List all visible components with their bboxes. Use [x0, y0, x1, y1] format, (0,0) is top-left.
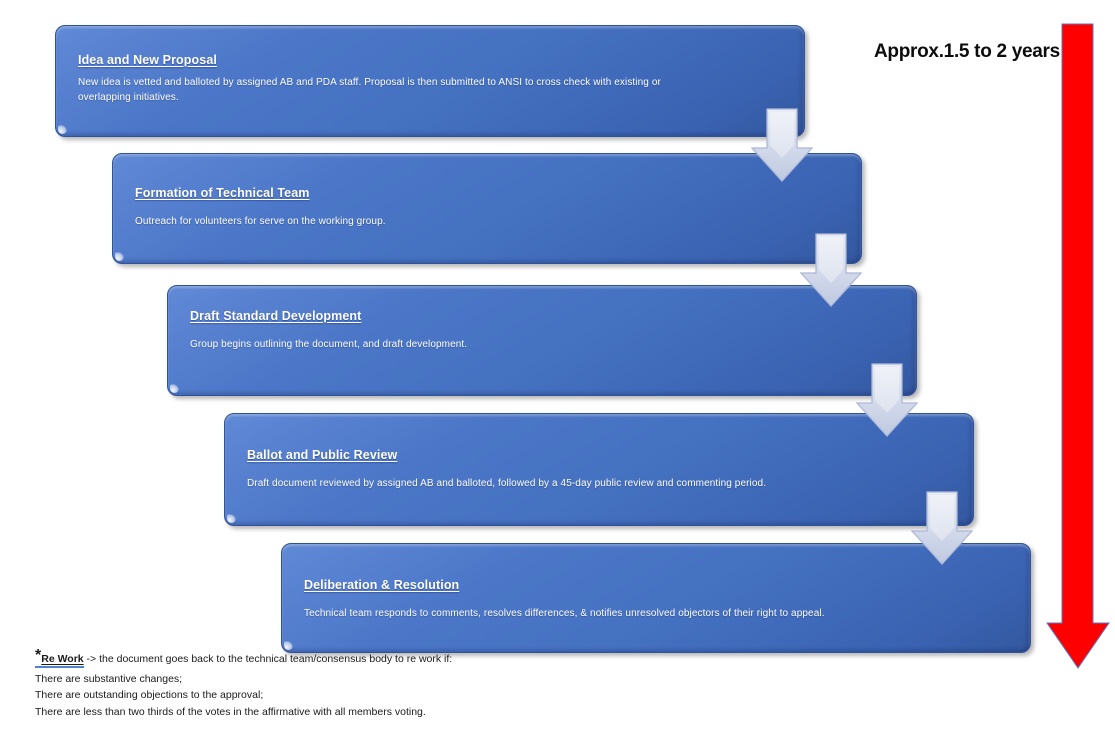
rework-condition: There are substantive changes; [35, 672, 183, 685]
step-box-idea-and-new-proposal: Idea and New Proposal New idea is vetted… [55, 25, 805, 137]
step-box-formation-of-technical-team: Formation of Technical Team Outreach for… [112, 153, 862, 264]
step-title: Draft Standard Development [190, 309, 362, 323]
step-body: Group begins outlining the document, and… [190, 339, 468, 350]
asterisk-marker: * [35, 647, 42, 664]
rework-footnote: *Re Work -> the document goes back to th… [35, 647, 675, 720]
rework-footnote-line1: *Re Work -> the document goes back to th… [35, 647, 675, 668]
step-box-ballot-and-public-review: Ballot and Public Review Draft document … [224, 413, 974, 526]
step-box-deliberation-and-resolution: Deliberation & Resolution Technical team… [281, 543, 1031, 653]
step-title: Idea and New Proposal [78, 53, 217, 67]
step-body: New idea is vetted and balloted by assig… [78, 77, 661, 103]
down-arrow-icon [856, 363, 918, 437]
rework-definition: -> the document goes back to the technic… [83, 653, 453, 665]
step-title: Deliberation & Resolution [304, 578, 460, 592]
step-title: Formation of Technical Team [135, 186, 310, 200]
timeline-duration-label: Approx.1.5 to 2 years [874, 41, 1060, 62]
step-title: Ballot and Public Review [247, 448, 398, 462]
timeline-long-down-arrow-icon [1046, 23, 1110, 669]
step-box-draft-standard-development: Draft Standard Development Group begins … [167, 285, 917, 396]
step-body: Draft document reviewed by assigned AB a… [247, 478, 767, 489]
step-body: Outreach for volunteers for serve on the… [135, 216, 386, 227]
rework-term: Re Work [41, 653, 84, 665]
rework-condition: There are less than two thirds of the vo… [35, 705, 426, 718]
down-arrow-icon [800, 233, 862, 307]
rework-term-underline: *Re Work [35, 647, 84, 668]
down-arrow-icon [911, 491, 973, 565]
rework-condition: There are outstanding objections to the … [35, 689, 264, 701]
step-body: Technical team responds to comments, res… [304, 608, 825, 619]
down-arrow-icon [751, 108, 813, 182]
